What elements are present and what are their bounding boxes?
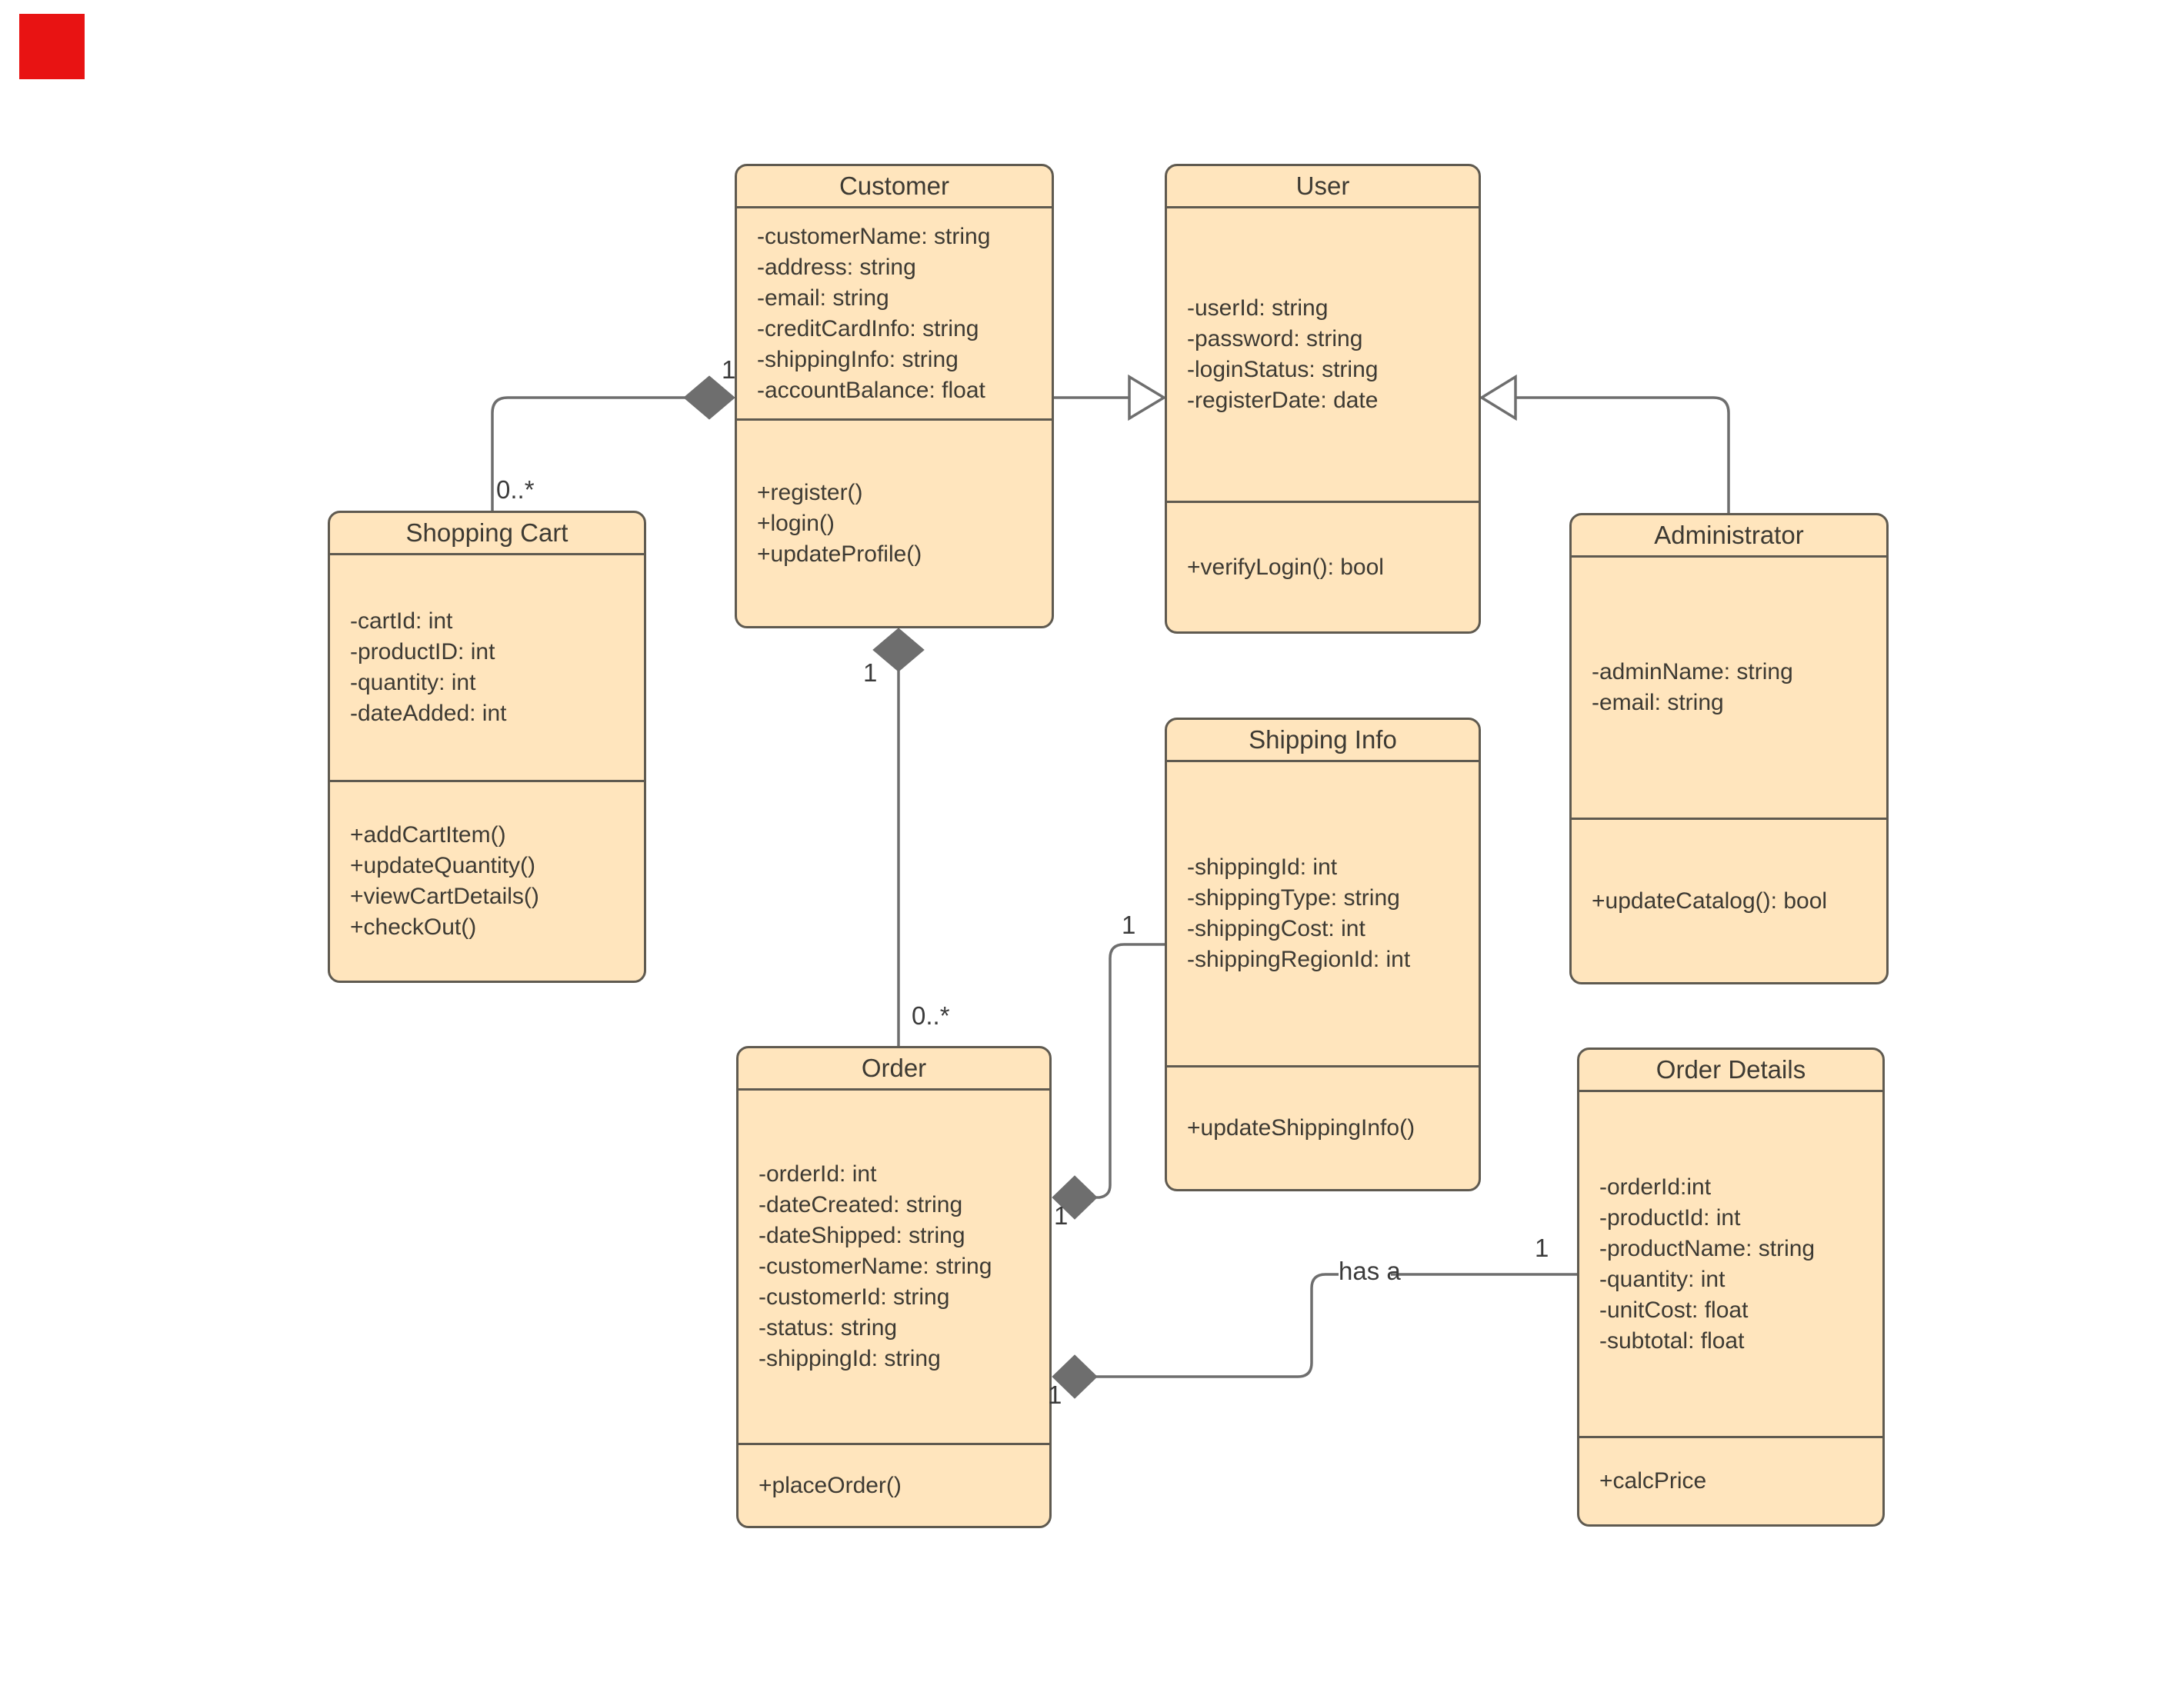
connector-administrator-user-generalization[interactable] [1479, 374, 1730, 513]
composition-diamond-icon [1052, 1175, 1098, 1220]
multiplicity-label: 1 [1535, 1234, 1549, 1262]
class-methods: +calcPrice [1599, 1468, 1707, 1494]
connector-customer-order-composition[interactable] [872, 628, 925, 1046]
red-marker-square [19, 14, 85, 79]
connector-customer-shoppingcart-composition[interactable] [491, 375, 735, 511]
class-methods: +updateShippingInfo() [1187, 1115, 1415, 1141]
class-shipping-info[interactable]: Shipping Info -shippingId: int -shipping… [1165, 718, 1481, 1191]
composition-diamond-icon [683, 375, 735, 420]
class-attributes: -adminName: string -email: string [1572, 558, 1886, 820]
class-attributes: -orderId: int -dateCreated: string -date… [739, 1091, 1049, 1445]
connector-order-shippinginfo-composition[interactable] [1052, 943, 1165, 1220]
class-attributes: -orderId:int -productId: int -productNam… [1579, 1092, 1882, 1438]
class-title: Order [739, 1048, 1049, 1091]
class-attributes: -customerName: string -address: string -… [737, 208, 1052, 421]
class-title: Order Details [1579, 1050, 1882, 1092]
association-label-has-a: has a [1339, 1257, 1401, 1285]
class-title: Administrator [1572, 515, 1886, 558]
multiplicity-label: 1 [1054, 1201, 1069, 1230]
class-order-details[interactable]: Order Details -orderId:int -productId: i… [1577, 1048, 1885, 1527]
multiplicity-label: 0..* [912, 1001, 950, 1030]
class-methods: +updateCatalog(): bool [1592, 888, 1828, 914]
class-user[interactable]: User -userId: string -password: string -… [1165, 164, 1481, 634]
class-shopping-cart[interactable]: Shopping Cart -cartId: int -productID: i… [328, 511, 646, 983]
class-attributes: -userId: string -password: string -login… [1167, 208, 1479, 503]
composition-diamond-icon [1052, 1354, 1098, 1399]
generalization-arrow-icon [1128, 374, 1167, 421]
connector-customer-user-generalization[interactable] [1054, 374, 1167, 421]
class-order[interactable]: Order -orderId: int -dateCreated: string… [736, 1046, 1052, 1528]
class-title: Shipping Info [1167, 720, 1479, 762]
class-administrator[interactable]: Administrator -adminName: string -email:… [1569, 513, 1889, 984]
class-methods: +placeOrder() [759, 1472, 902, 1498]
class-methods: +register() +login() +updateProfile() [757, 479, 922, 567]
class-attributes: -cartId: int -productID: int -quantity: … [330, 555, 644, 782]
multiplicity-label: 0..* [496, 475, 535, 504]
class-title: Shopping Cart [330, 513, 644, 555]
composition-diamond-icon [872, 628, 925, 672]
class-title: User [1167, 166, 1479, 208]
class-title: Customer [737, 166, 1052, 208]
generalization-arrow-icon [1479, 374, 1517, 421]
multiplicity-label: 1 [1122, 911, 1136, 939]
class-attributes: -shippingId: int -shippingType: string -… [1167, 762, 1479, 1067]
multiplicity-label: 1 [1048, 1381, 1062, 1409]
class-customer[interactable]: Customer -customerName: string -address:… [735, 164, 1054, 628]
multiplicity-label: 1 [722, 355, 736, 384]
connector-order-orderdetails-composition[interactable] [1052, 1273, 1577, 1399]
multiplicity-label: 1 [863, 658, 878, 687]
class-methods: +addCartItem() +updateQuantity() +viewCa… [350, 822, 539, 940]
class-methods: +verifyLogin(): bool [1187, 554, 1384, 580]
